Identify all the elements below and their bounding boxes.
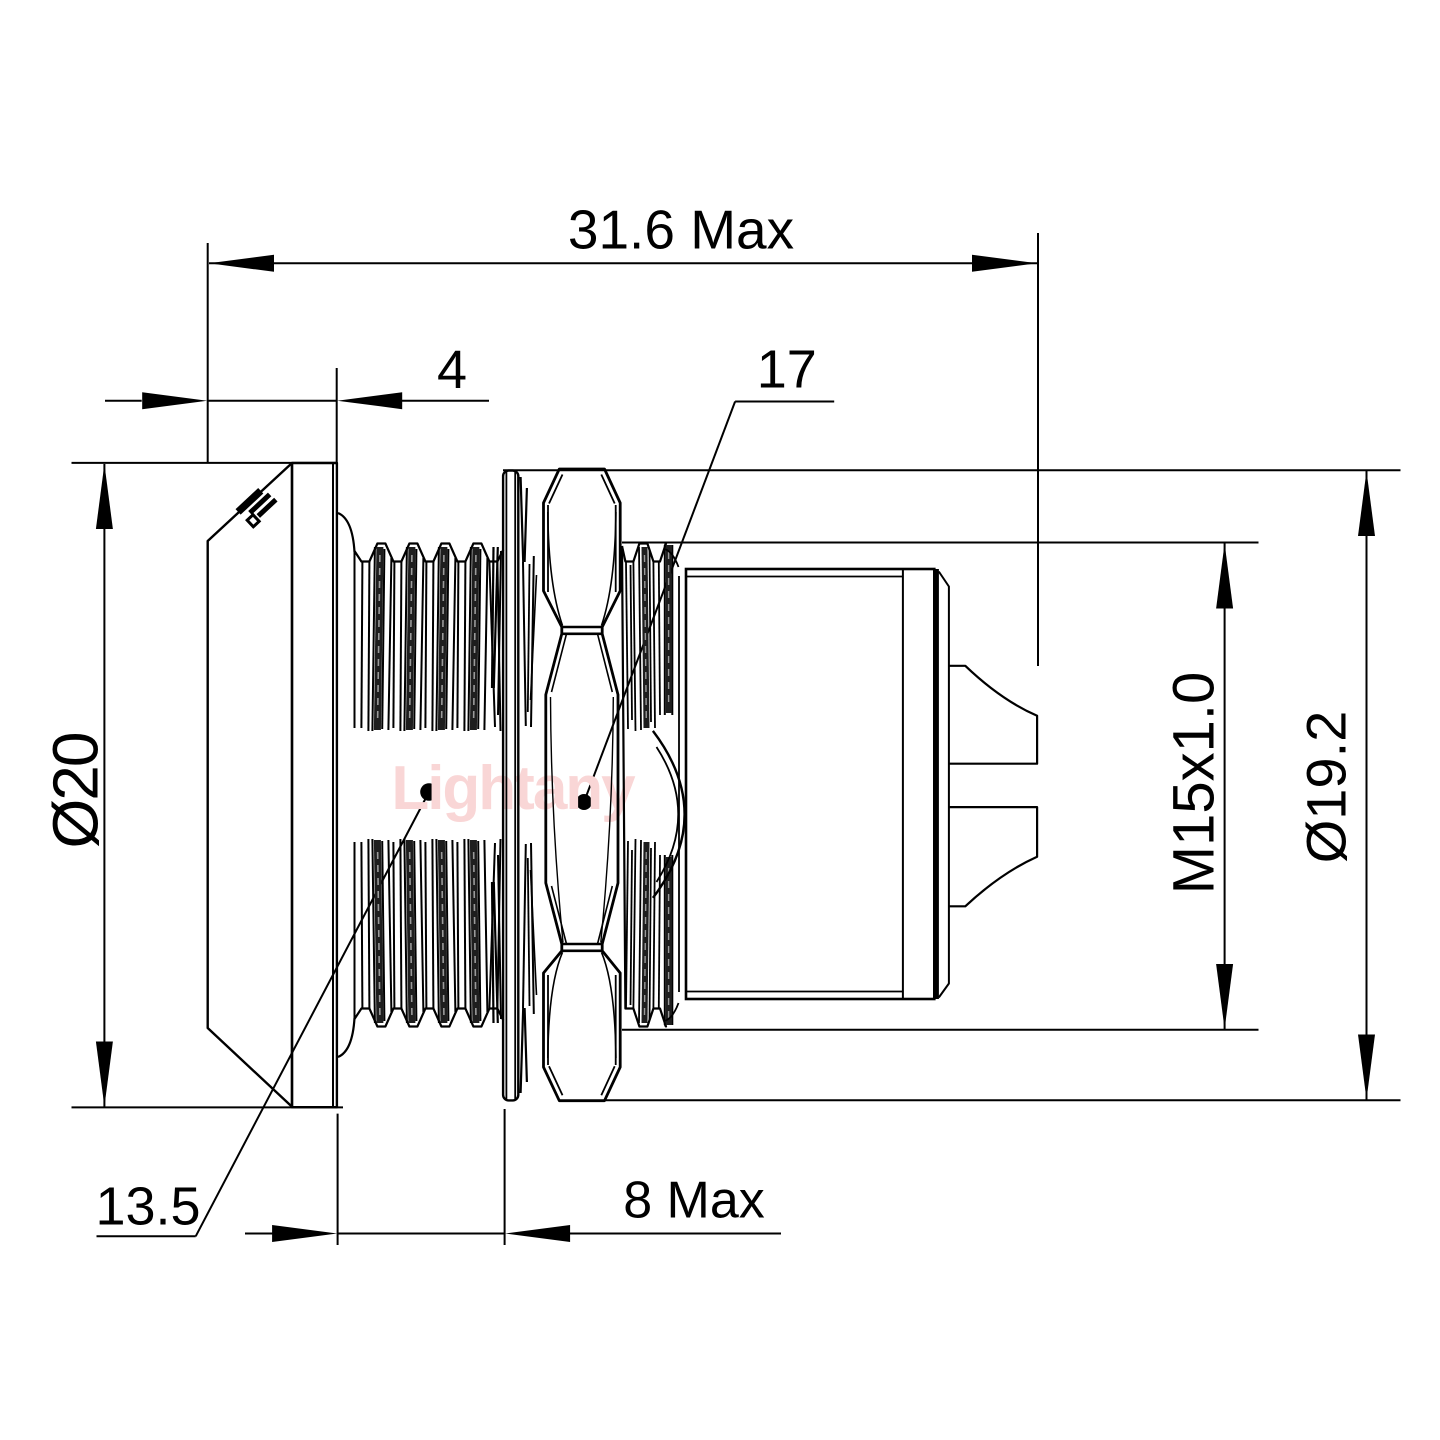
svg-text:4: 4 xyxy=(437,340,467,400)
svg-text:17: 17 xyxy=(757,340,817,400)
svg-text:Lightany: Lightany xyxy=(391,754,636,823)
svg-text:Ø19.2: Ø19.2 xyxy=(1295,711,1358,864)
svg-text:31.6 Max: 31.6 Max xyxy=(568,199,794,261)
svg-text:Ø20: Ø20 xyxy=(40,733,112,848)
svg-text:8 Max: 8 Max xyxy=(623,1172,765,1230)
svg-text:13.5: 13.5 xyxy=(95,1177,200,1237)
svg-text:M15x1.0: M15x1.0 xyxy=(1162,672,1227,894)
